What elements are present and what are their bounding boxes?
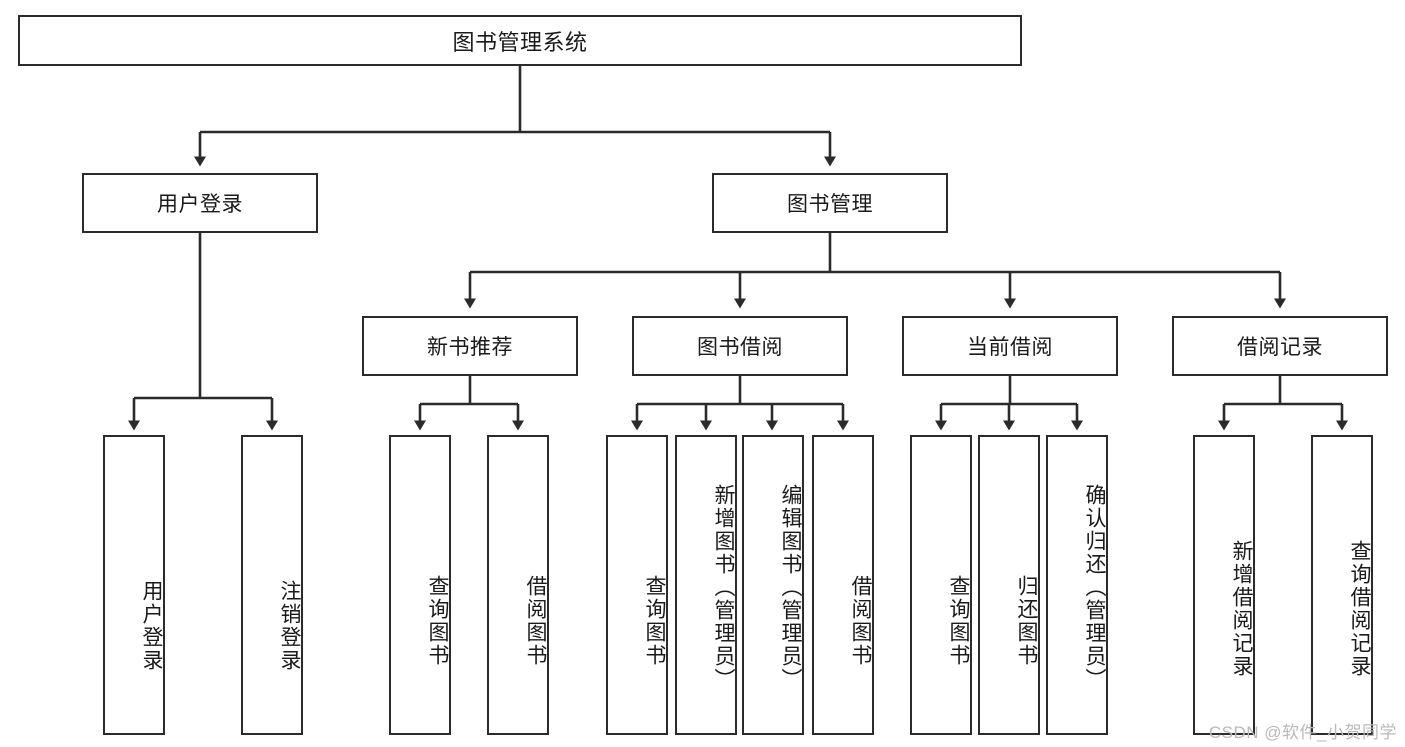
node-label: 查询借阅记录 bbox=[1348, 540, 1371, 678]
node-label: 注销登录 bbox=[278, 580, 301, 672]
node-label: 查询图书 bbox=[426, 575, 449, 667]
node-label: 查询图书 bbox=[947, 575, 970, 667]
node-label: 确认归还（管理员） bbox=[1083, 483, 1106, 691]
node-label: 用户登录 bbox=[157, 193, 243, 216]
leaf-confirm-return-admin[interactable]: 确认归还（管理员） bbox=[1046, 435, 1108, 735]
leaf-add-borrow-record[interactable]: 新增借阅记录 bbox=[1193, 435, 1255, 735]
node-label: 借阅记录 bbox=[1237, 336, 1323, 359]
leaf-query-book-borrow[interactable]: 查询图书 bbox=[606, 435, 668, 735]
leaf-query-borrow-record[interactable]: 查询借阅记录 bbox=[1311, 435, 1373, 735]
node-label: 借阅图书 bbox=[849, 575, 872, 667]
node-label: 编辑图书（管理员） bbox=[779, 483, 802, 691]
node-label: 图书借阅 bbox=[697, 336, 783, 359]
node-label: 新增借阅记录 bbox=[1230, 540, 1253, 678]
node-label: 用户登录 bbox=[140, 580, 163, 672]
node-label: 查询图书 bbox=[643, 575, 666, 667]
node-root-book-management-system[interactable]: 图书管理系统 bbox=[18, 15, 1022, 66]
node-current-borrow[interactable]: 当前借阅 bbox=[902, 316, 1118, 376]
leaf-borrow-book[interactable]: 借阅图书 bbox=[812, 435, 874, 735]
node-user-login[interactable]: 用户登录 bbox=[82, 173, 318, 233]
node-label: 图书管理 bbox=[787, 193, 873, 216]
leaf-logout[interactable]: 注销登录 bbox=[241, 435, 303, 735]
node-label: 新书推荐 bbox=[427, 336, 513, 359]
leaf-user-login[interactable]: 用户登录 bbox=[103, 435, 165, 735]
node-label: 当前借阅 bbox=[967, 336, 1053, 359]
node-new-book-recommend[interactable]: 新书推荐 bbox=[362, 316, 578, 376]
node-book-borrow[interactable]: 图书借阅 bbox=[632, 316, 848, 376]
leaf-return-book[interactable]: 归还图书 bbox=[978, 435, 1040, 735]
node-label: 新增图书（管理员） bbox=[712, 483, 735, 691]
leaf-query-book-current[interactable]: 查询图书 bbox=[910, 435, 972, 735]
node-book-management[interactable]: 图书管理 bbox=[712, 173, 948, 233]
node-label: 图书管理系统 bbox=[452, 29, 588, 55]
node-borrow-record[interactable]: 借阅记录 bbox=[1172, 316, 1388, 376]
node-label: 借阅图书 bbox=[524, 575, 547, 667]
leaf-query-book-recommend[interactable]: 查询图书 bbox=[389, 435, 451, 735]
leaf-borrow-book-recommend[interactable]: 借阅图书 bbox=[487, 435, 549, 735]
leaf-add-book-admin[interactable]: 新增图书（管理员） bbox=[675, 435, 737, 735]
node-label: 归还图书 bbox=[1015, 575, 1038, 667]
watermark-csdn: CSDN @软件_小贺同学 bbox=[1208, 723, 1397, 742]
leaf-edit-book-admin[interactable]: 编辑图书（管理员） bbox=[742, 435, 804, 735]
